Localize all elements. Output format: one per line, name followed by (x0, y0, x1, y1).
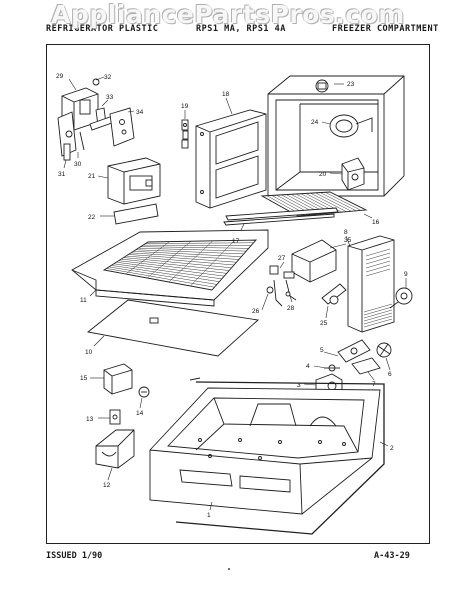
freezer-liner (267, 75, 405, 197)
callout-30: 30 (74, 161, 82, 168)
callout-21: 21 (88, 173, 96, 180)
drain-clip (109, 409, 121, 425)
callout-8: 8 (344, 229, 348, 236)
callout-2: 2 (390, 445, 394, 452)
callout-5: 5 (320, 347, 324, 354)
callout-28: 28 (287, 305, 295, 312)
thermostat-bracket-assembly (57, 78, 135, 161)
shelf-rail (223, 207, 339, 226)
callout-11: 11 (80, 297, 87, 304)
callout-10: 10 (85, 349, 93, 356)
drain-plug (138, 386, 150, 398)
callout-24: 24 (311, 119, 319, 126)
damper-control-assembly (266, 265, 297, 307)
control-label-plate (113, 203, 159, 225)
freezer-door (195, 109, 267, 209)
callout-27: 27 (278, 255, 286, 262)
liner-damper (341, 157, 365, 191)
callout-17: 17 (232, 238, 240, 245)
issued-date: ISSUED 1/90 (46, 551, 103, 561)
callout-22: 22 (88, 214, 96, 221)
header-model: RPS1 MA, RPS1 4A (196, 24, 286, 34)
fan-blade (376, 342, 392, 358)
callout-29: 29 (56, 73, 64, 80)
drain-trough (95, 429, 135, 469)
callout-32: 32 (104, 74, 112, 81)
callout-9: 9 (404, 271, 408, 278)
callout-23: 23 (347, 81, 355, 88)
callout-15: 15 (80, 375, 88, 382)
callout-3: 3 (297, 382, 301, 389)
callout-18: 18 (222, 91, 230, 98)
callout-33: 33 (106, 94, 114, 101)
freezer-base-pan (149, 387, 381, 515)
evaporator-cover-panel (347, 235, 395, 333)
diagram-frame (46, 44, 430, 544)
callout-7: 7 (372, 381, 376, 388)
liner-light-socket (315, 79, 329, 93)
callout-6: 6 (388, 371, 392, 378)
page-header: REFRIGERATOR PLASTIC RPS1 MA, RPS1 4A FR… (46, 24, 438, 36)
callout-34: 34 (136, 109, 144, 116)
freezer-floor-shelf (71, 229, 269, 307)
callout-13: 13 (86, 416, 94, 423)
callout-labels: 29 32 33 34 30 31 19 18 21 22 23 24 20 1… (56, 73, 408, 519)
callout-35: 35 (344, 237, 352, 244)
header-title: REFRIGERATOR PLASTIC (46, 24, 159, 34)
callout-20: 20 (319, 171, 327, 178)
fan-shroud (351, 357, 381, 375)
callout-19: 19 (181, 103, 189, 110)
evaporator-cover (329, 114, 373, 138)
door-hinge-part (181, 119, 189, 149)
fan-motor-bracket (337, 339, 371, 363)
freezer-floor-panel (86, 299, 260, 357)
callout-1: 1 (207, 512, 211, 519)
air-duct (291, 239, 337, 283)
callout-26: 26 (252, 308, 260, 315)
drain-cup (103, 363, 133, 395)
callout-25: 25 (320, 320, 328, 327)
callout-31: 31 (58, 171, 66, 178)
defrost-heater-tube (321, 283, 347, 305)
fan-grommet (324, 364, 340, 372)
callout-4: 4 (306, 363, 310, 370)
control-housing (107, 157, 161, 205)
callout-12: 12 (103, 482, 111, 489)
callout-16: 16 (372, 219, 380, 226)
page-code: A-43-29 (374, 551, 410, 561)
header-section: FREEZER COMPARTMENT (332, 24, 439, 34)
page-dot (228, 568, 230, 570)
callout-14: 14 (136, 410, 144, 417)
evaporator-fan-motor (389, 287, 413, 309)
freezer-gasket (175, 377, 385, 535)
watermark: AppliancePartsPros.com (51, 0, 405, 29)
